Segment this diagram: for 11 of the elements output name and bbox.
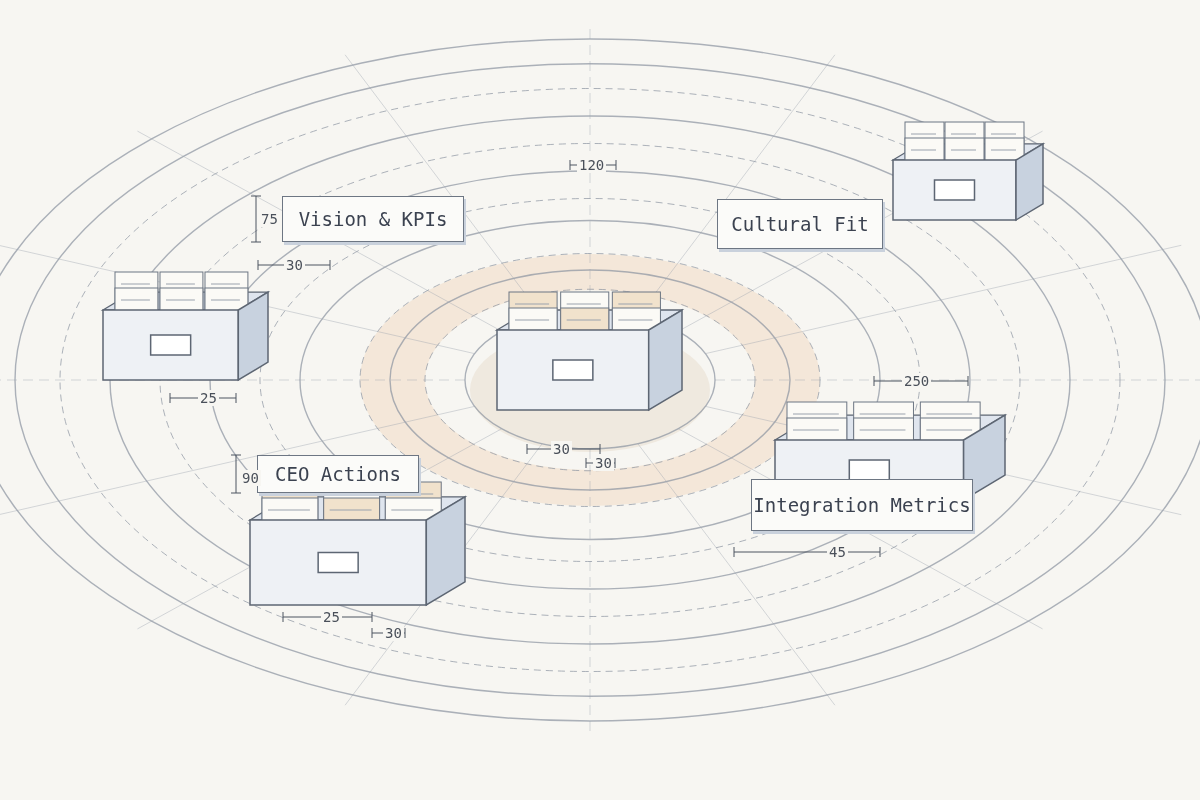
- dimension-label: 90: [240, 470, 261, 486]
- dimension-label: 120: [577, 157, 607, 173]
- dimension-label: 30: [593, 455, 614, 471]
- dimension-label: 45: [827, 544, 848, 560]
- dimension-label: 25: [198, 390, 219, 406]
- dimension-label: 75: [259, 211, 280, 227]
- dimension-label: 30: [383, 625, 404, 641]
- dimension-label: 30: [284, 257, 305, 273]
- dimension-label: 25: [321, 609, 342, 625]
- dimension-label: 30: [551, 441, 572, 457]
- dimension-label: 250: [902, 373, 932, 389]
